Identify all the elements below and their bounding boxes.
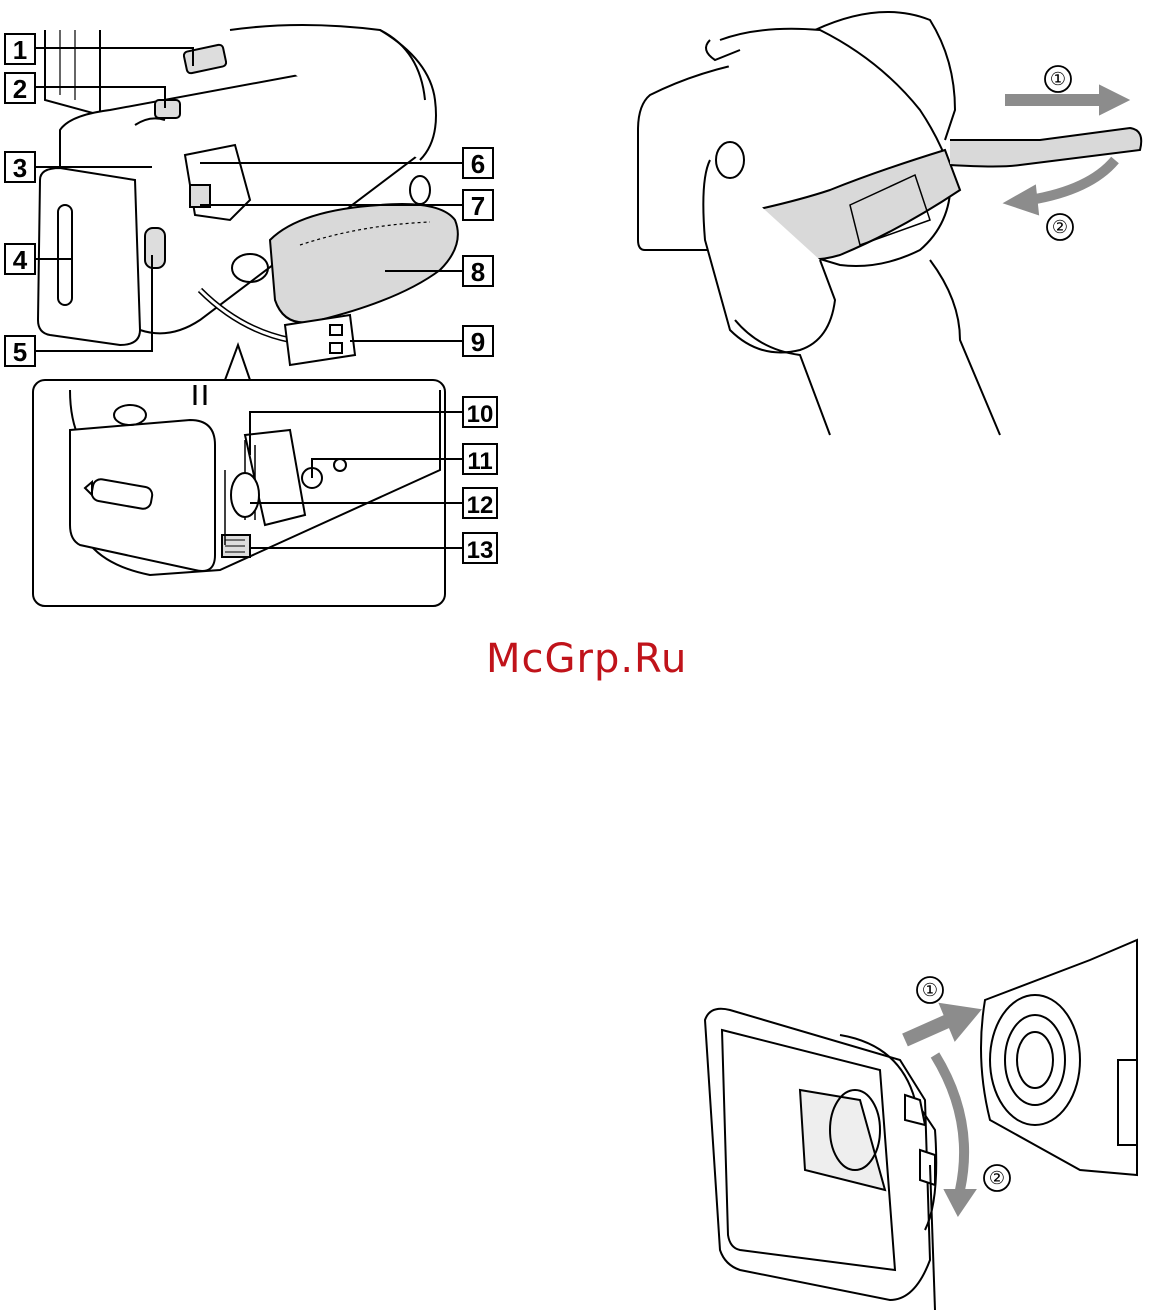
hood-step-2-label: ②	[989, 1168, 1005, 1189]
callout-7: 7	[471, 191, 485, 221]
callout-13: 13	[467, 537, 494, 564]
callout-10: 10	[467, 401, 494, 428]
callout-2: 2	[13, 74, 27, 104]
callout-8: 8	[471, 257, 485, 287]
watermark: McGrp.Ru	[486, 636, 686, 684]
callout-5: 5	[13, 337, 27, 367]
strap-step-1-label: ①	[1050, 69, 1066, 90]
callout-1: 1	[13, 35, 27, 65]
callout-9: 9	[471, 327, 485, 357]
camera-side-illustration	[38, 25, 458, 380]
callout-4: 4	[13, 245, 28, 275]
hood-step-1-label: ①	[922, 980, 938, 1001]
bottom-view-inset	[33, 380, 445, 606]
callout-11: 11	[467, 448, 492, 475]
callout-3: 3	[13, 153, 27, 183]
strap-step-2-label: ②	[1052, 217, 1068, 238]
callout-6: 6	[471, 149, 485, 179]
callout-12: 12	[467, 492, 494, 519]
